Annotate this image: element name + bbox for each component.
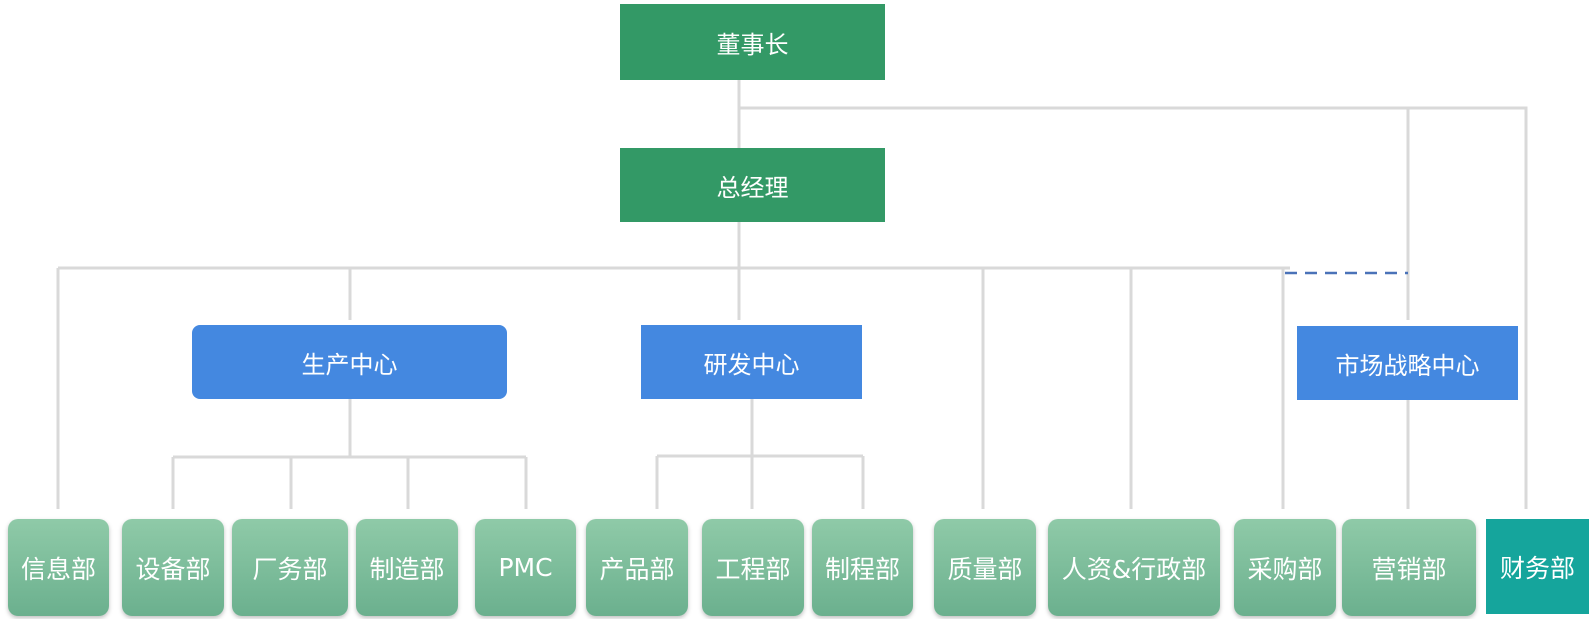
dept-engineering-label: 工程部 bbox=[715, 554, 791, 584]
dept-quality-label: 质量部 bbox=[947, 554, 1023, 584]
dept-product: 产品部 bbox=[586, 519, 688, 616]
chairman-box: 董事长 bbox=[620, 4, 885, 80]
dept-marketing-label: 营销部 bbox=[1371, 554, 1447, 584]
general-manager-box: 总经理 bbox=[620, 148, 885, 222]
line-chairman-right bbox=[739, 106, 1528, 509]
general-manager-label: 总经理 bbox=[716, 173, 789, 202]
dept-product-label: 产品部 bbox=[599, 554, 675, 584]
dept-plant-label: 厂务部 bbox=[252, 554, 328, 584]
dept-finance: 财务部 bbox=[1486, 519, 1589, 614]
dept-manufacturing: 制造部 bbox=[356, 519, 458, 616]
dept-equipment: 设备部 bbox=[122, 519, 224, 616]
production-center-label: 生产中心 bbox=[301, 350, 398, 379]
dept-process-label: 制程部 bbox=[824, 554, 900, 584]
dept-engineering: 工程部 bbox=[702, 519, 804, 616]
dept-pmc: PMC bbox=[475, 519, 576, 616]
dept-info-label: 信息部 bbox=[20, 554, 96, 584]
dept-process: 制程部 bbox=[812, 519, 913, 616]
market-strategy-center-label: 市场战略中心 bbox=[1335, 351, 1480, 380]
dept-marketing: 营销部 bbox=[1342, 519, 1476, 616]
production-center-box: 生产中心 bbox=[192, 325, 507, 399]
dept-pmc-label: PMC bbox=[498, 553, 553, 582]
rnd-center-label: 研发中心 bbox=[703, 350, 800, 379]
dept-info: 信息部 bbox=[8, 519, 109, 616]
market-strategy-center-box: 市场战略中心 bbox=[1297, 326, 1518, 400]
dept-equipment-label: 设备部 bbox=[135, 554, 211, 584]
chairman-label: 董事长 bbox=[716, 30, 789, 59]
dept-hr-admin-label: 人资&行政部 bbox=[1061, 554, 1207, 584]
dept-hr-admin: 人资&行政部 bbox=[1048, 519, 1220, 616]
dept-plant: 厂务部 bbox=[232, 519, 348, 616]
dept-finance-label: 财务部 bbox=[1499, 553, 1575, 583]
dept-purchasing: 采购部 bbox=[1234, 519, 1336, 616]
dept-quality: 质量部 bbox=[934, 519, 1036, 616]
rnd-center-box: 研发中心 bbox=[641, 325, 862, 399]
dept-manufacturing-label: 制造部 bbox=[369, 554, 445, 584]
dept-purchasing-label: 采购部 bbox=[1247, 554, 1323, 584]
